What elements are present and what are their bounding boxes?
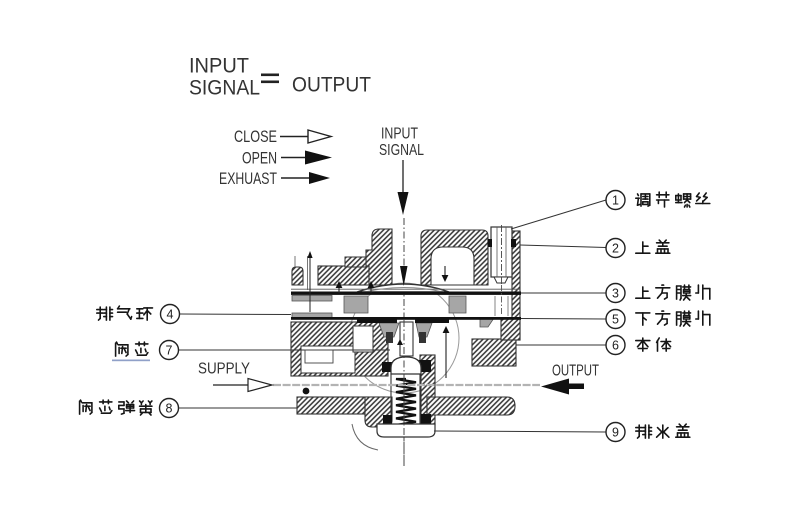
svg-text:3: 3 [612,286,619,300]
svg-text:2: 2 [612,241,619,255]
svg-text:SIGNAL: SIGNAL [189,76,260,100]
svg-text:OUTPUT: OUTPUT [292,73,371,97]
svg-text:4: 4 [167,307,174,321]
svg-text:OUTPUT: OUTPUT [552,363,599,380]
svg-text:EXHUAST: EXHUAST [219,169,277,188]
svg-text:5: 5 [612,312,619,326]
svg-text:8: 8 [166,401,173,415]
svg-text:SUPPLY: SUPPLY [198,361,250,378]
svg-text:SIGNAL: SIGNAL [379,142,424,159]
svg-text:6: 6 [612,338,619,352]
svg-text:9: 9 [612,425,619,439]
svg-text:OPEN: OPEN [242,149,277,168]
svg-text:INPUT: INPUT [381,126,418,143]
svg-text:7: 7 [166,343,173,357]
svg-text:CLOSE: CLOSE [234,127,277,146]
svg-text:1: 1 [612,193,619,207]
svg-text:INPUT: INPUT [189,54,249,78]
